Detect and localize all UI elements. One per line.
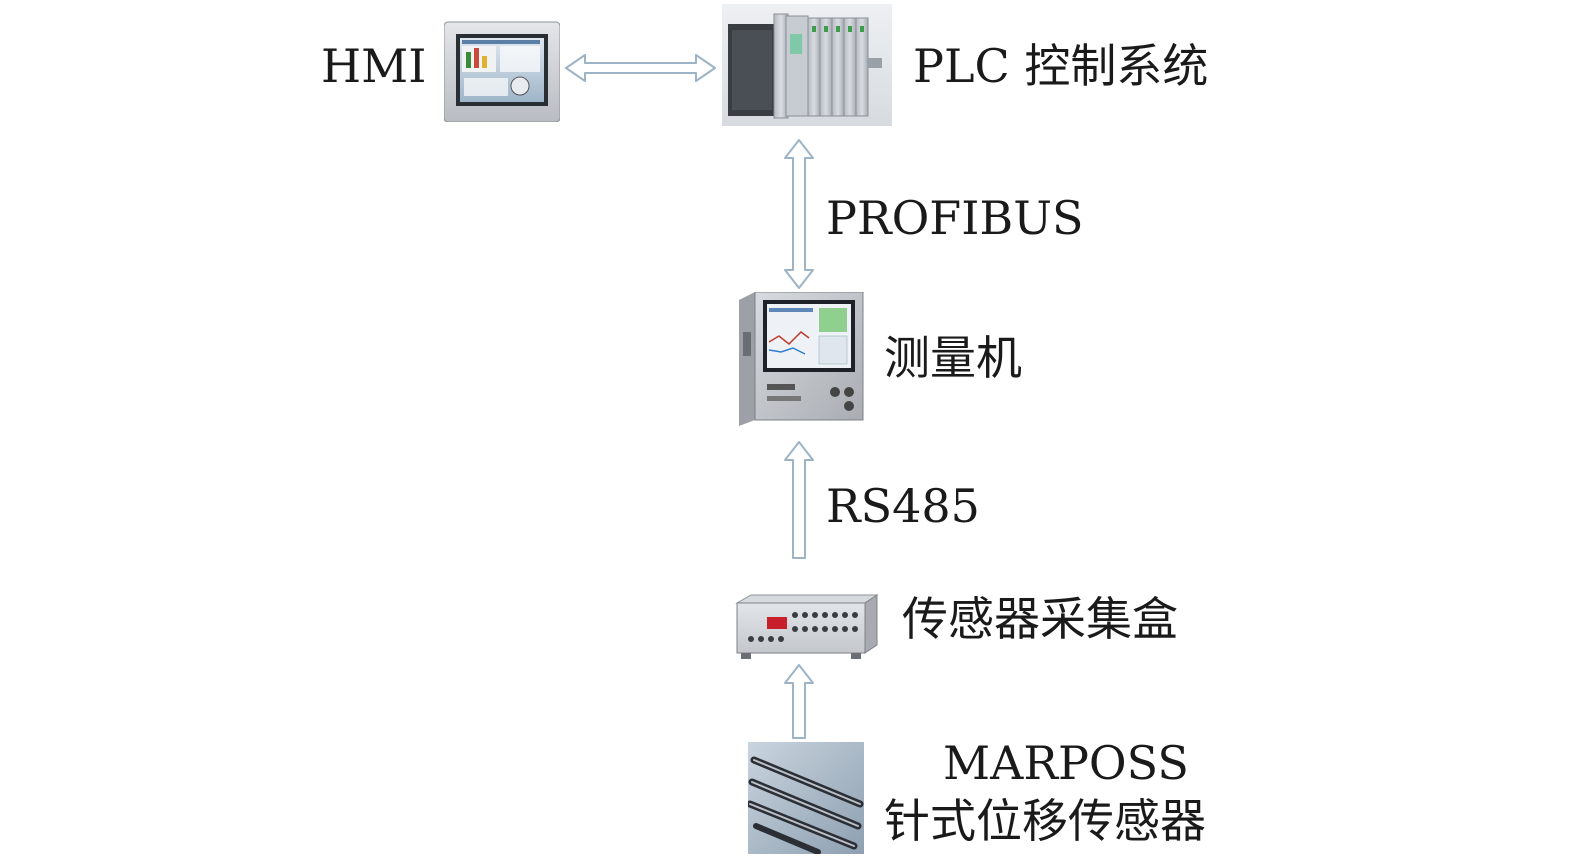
sensor-probes-image [748,742,864,854]
sensor-label-line1: MARPOSS [943,736,1189,790]
profibus-arrow [784,139,814,289]
hmi-panel-image [444,20,560,122]
measuring-machine-label: 测量机 [884,331,1022,385]
hmi-plc-arrow [565,54,716,82]
sensor-label-line2: 针式位移传感器 [884,794,1206,848]
plc-label: PLC 控制系统 [913,39,1209,93]
measuring-machine-image [735,292,865,428]
collector-box-label: 传感器采集盒 [902,592,1178,646]
collector-box-image [731,593,881,665]
rs485-arrow [784,441,814,559]
profibus-label: PROFIBUS [826,191,1084,245]
rs485-label: RS485 [826,479,980,533]
hmi-label: HMI [321,39,427,93]
plc-image [722,4,892,126]
sensor-box-arrow [784,664,814,739]
